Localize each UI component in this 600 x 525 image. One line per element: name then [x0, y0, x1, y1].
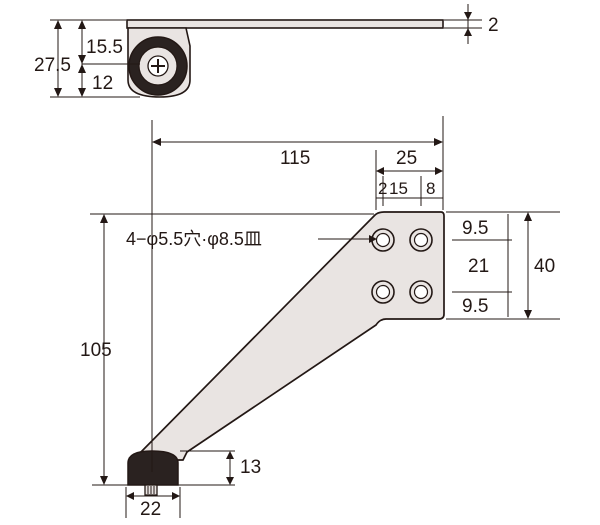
- dim-length-overall: 115: [280, 148, 310, 169]
- dim-caster-diameter: 22: [140, 499, 161, 520]
- dim-total-height: 27.5: [34, 55, 71, 76]
- side-plate: [126, 19, 444, 29]
- caster: [127, 450, 179, 496]
- mounting-holes: [371, 228, 433, 304]
- hole-spec-note: 4−φ5.5穴·φ8.5皿: [126, 229, 262, 249]
- dim-plate-height: 40: [534, 256, 555, 277]
- dim-hole-offset-edge: 2: [378, 179, 387, 198]
- dim-bottom-margin: 9.5: [462, 296, 488, 317]
- dim-hole-offset-right: 8: [426, 179, 435, 198]
- dim-upper-height: 15.5: [86, 37, 123, 58]
- dim-hole-pitch: 15: [389, 179, 408, 198]
- caster-wheel: [127, 450, 179, 486]
- dim-height-overall: 105: [80, 340, 112, 361]
- dim-plate-width: 25: [396, 148, 417, 169]
- dim-top-margin: 9.5: [462, 218, 488, 239]
- bracket-body: [137, 211, 445, 461]
- main-view: 115 25 2 15 8 4−φ5.5穴·φ8.5皿 9.5 21 9.5 4…: [80, 116, 560, 520]
- dim-caster-height: 13: [240, 457, 261, 478]
- side-view: 27.5 15.5 12 2: [34, 4, 499, 98]
- dim-lower-height: 12: [92, 73, 113, 94]
- dim-plate-thickness: 2: [488, 15, 499, 36]
- dim-hole-vertical-pitch: 21: [468, 256, 489, 277]
